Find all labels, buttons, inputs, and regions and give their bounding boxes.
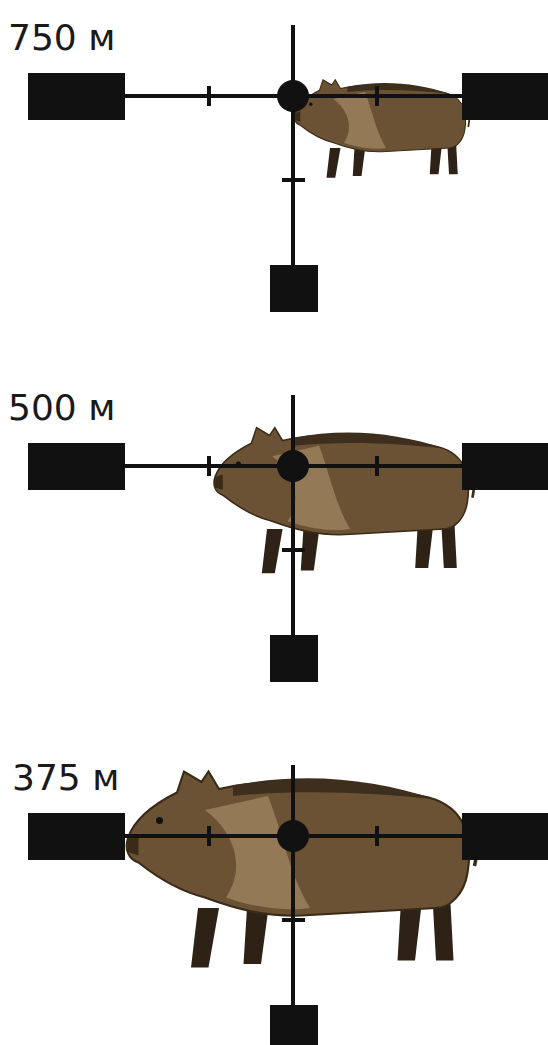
reticle — [0, 395, 548, 682]
boar-near — [127, 772, 477, 968]
distance-label: 500 м — [8, 390, 115, 426]
boar-mid — [214, 428, 474, 574]
distance-label: 375 м — [12, 760, 119, 796]
reticle — [0, 765, 548, 1045]
distance-label: 750 м — [8, 20, 115, 56]
reticle — [0, 25, 548, 312]
